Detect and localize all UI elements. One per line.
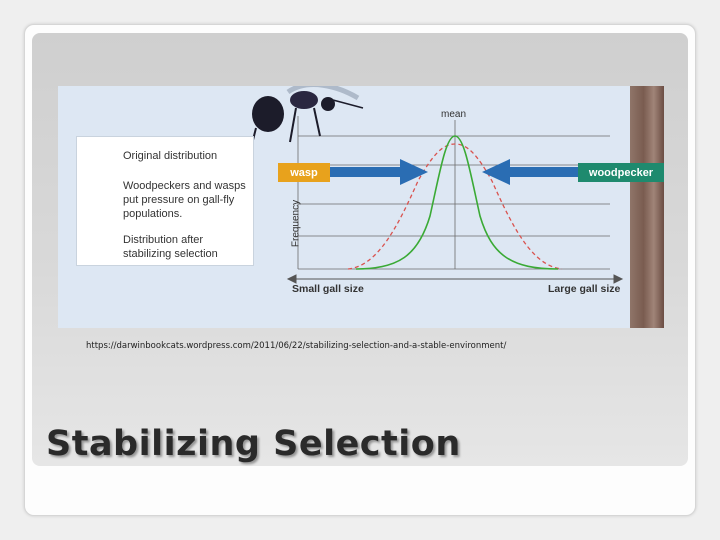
woodpecker-tag: woodpecker bbox=[578, 163, 664, 182]
x-axis-left-label: Small gall size bbox=[292, 283, 364, 295]
mean-label: mean bbox=[441, 109, 467, 120]
legend-item-original: Original distribution bbox=[85, 149, 251, 163]
wasp-image bbox=[247, 86, 364, 161]
tree-bark-image bbox=[630, 86, 664, 328]
legend-label: Woodpeckers and wasps put pressure on ga… bbox=[123, 180, 246, 220]
wasp-pressure-arrow bbox=[330, 159, 428, 185]
woodpecker-pressure-arrow bbox=[482, 159, 578, 185]
y-axis-label: Frequency bbox=[290, 199, 302, 248]
stabilizing-selection-figure: Original distribution Woodpeckers and wa… bbox=[58, 86, 664, 328]
source-url: https://darwinbookcats.wordpress.com/201… bbox=[86, 341, 507, 351]
wasp-tag: wasp bbox=[278, 163, 330, 182]
legend-item-after: Distribution after stabilizing selection bbox=[85, 233, 251, 261]
after-selection-curve bbox=[355, 135, 559, 270]
legend-label: Original distribution bbox=[123, 150, 218, 162]
legend-item-pressure: Woodpeckers and wasps put pressure on ga… bbox=[85, 179, 251, 221]
legend-label: Distribution after stabilizing selection bbox=[123, 234, 218, 260]
slide-title: Stabilizing Selection bbox=[46, 424, 461, 464]
original-distribution-curve bbox=[347, 143, 563, 270]
x-axis-right-label: Large gall size bbox=[548, 283, 621, 295]
x-axis-arrow bbox=[286, 274, 624, 284]
graph-grid bbox=[297, 116, 610, 270]
legend: Original distribution Woodpeckers and wa… bbox=[76, 136, 254, 266]
